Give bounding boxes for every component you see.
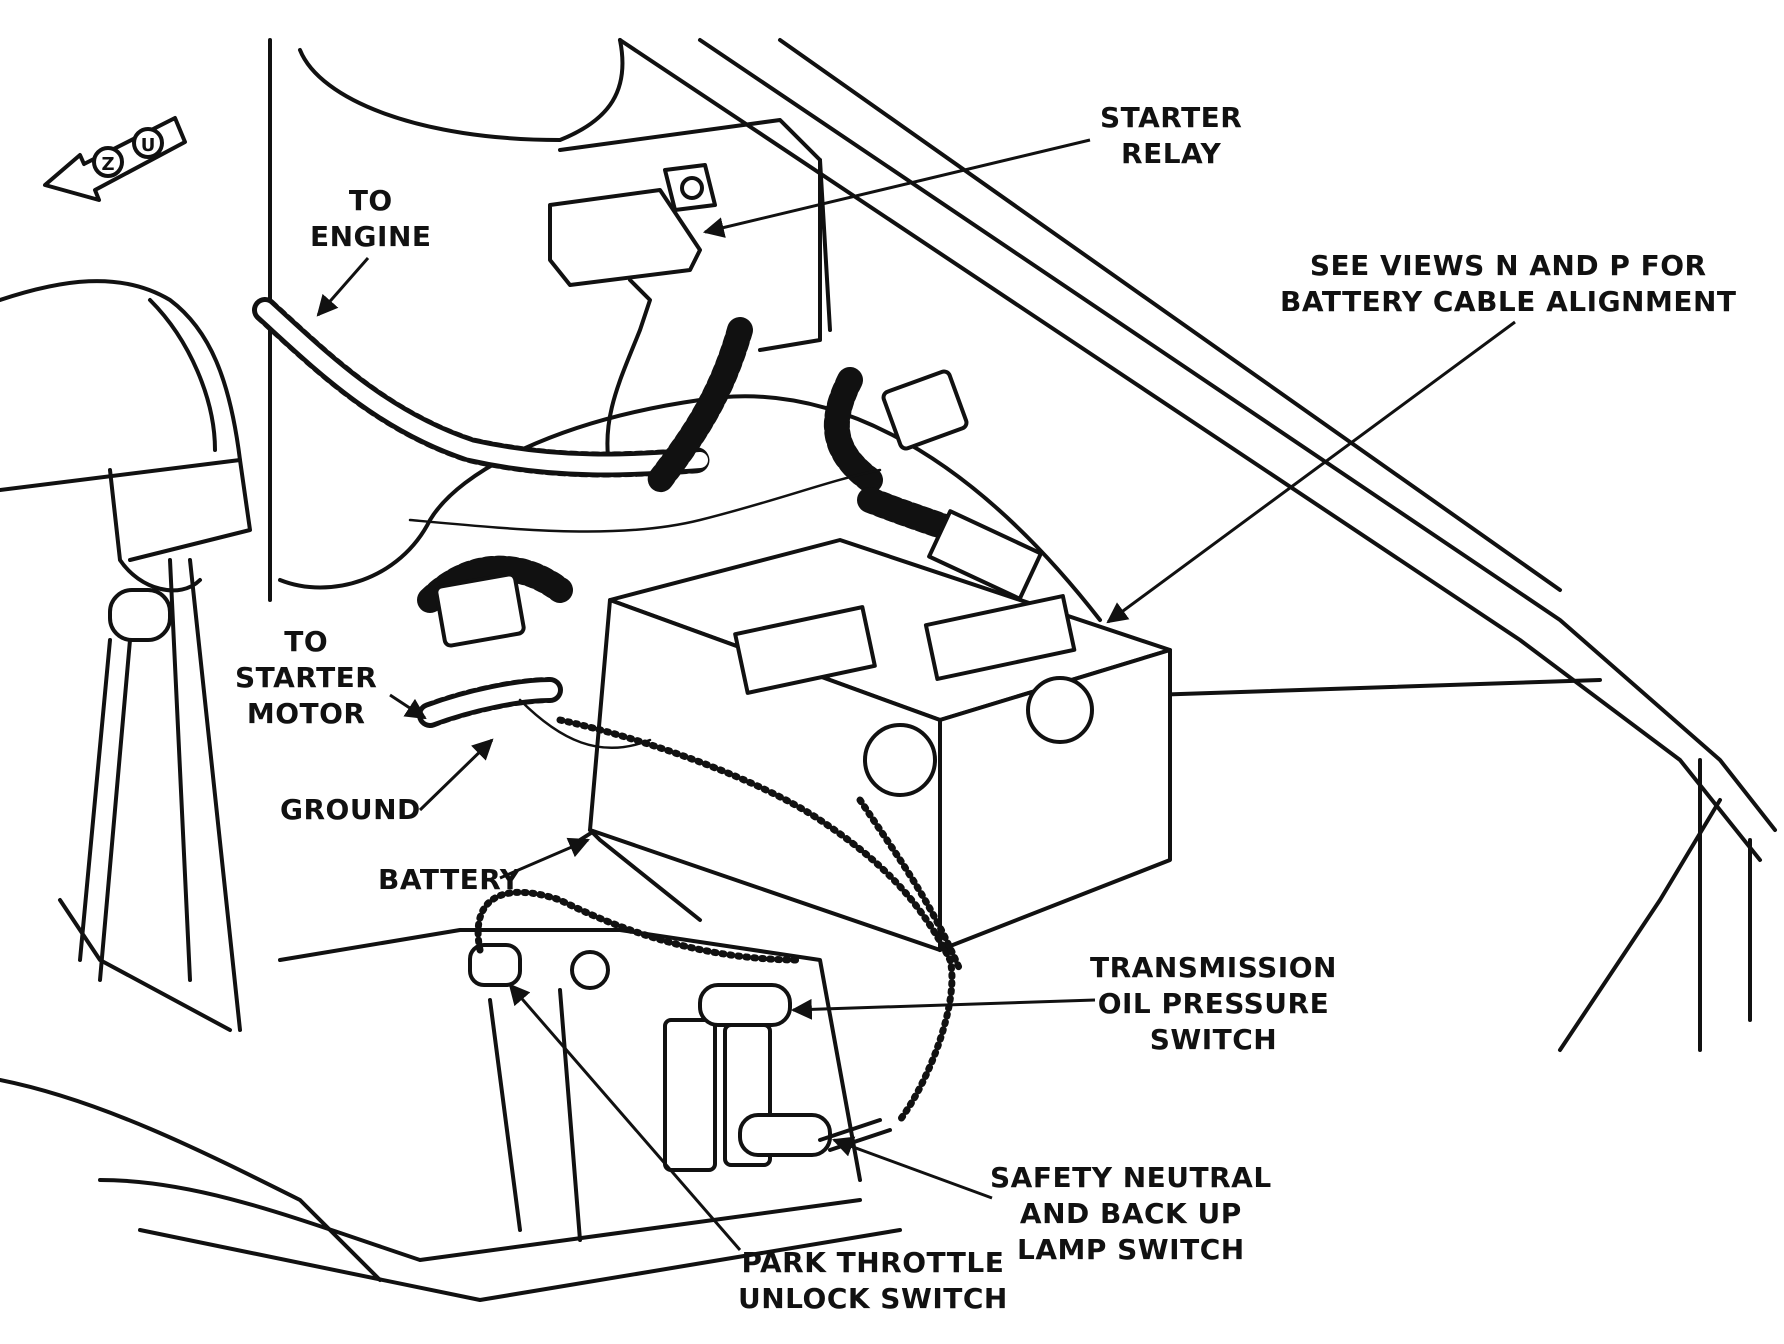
label-park-throttle: PARK THROTTLE UNLOCK SWITCH (738, 1245, 1008, 1317)
transmission-housing (98, 928, 902, 1302)
leader-to-starter-motor (389, 693, 427, 720)
label-transmission-switch-line-3: SWITCH (1149, 1023, 1278, 1056)
label-to-engine-line-1: TO (348, 184, 393, 217)
engine-block (0, 279, 382, 1282)
label-to-engine-line-2: ENGINE (310, 220, 432, 253)
label-transmission-switch: TRANSMISSION OIL PRESSURE SWITCH (1090, 950, 1337, 1058)
label-starter-relay: STARTER RELAY (1100, 100, 1242, 172)
label-transmission-switch-line-1: TRANSMISSION (1090, 951, 1337, 984)
label-transmission-switch-line-2: OIL PRESSURE (1097, 987, 1330, 1020)
leader-starter-relay (702, 138, 1091, 238)
leader-battery (499, 837, 590, 880)
label-safety-neutral-line-1: SAFETY NEUTRAL (990, 1161, 1272, 1194)
label-see-views-line-1: SEE VIEWS N AND P FOR (1309, 249, 1707, 282)
leader-to-engine (316, 257, 370, 317)
label-to-starter-motor-line-2: STARTER (235, 661, 378, 694)
label-park-throttle-line-2: UNLOCK SWITCH (738, 1282, 1008, 1315)
leader-park-throttle (508, 983, 742, 1251)
leader-ground (418, 738, 494, 812)
label-safety-neutral: SAFETY NEUTRAL AND BACK UP LAMP SWITCH (990, 1160, 1272, 1268)
label-see-views-line-2: BATTERY CABLE ALIGNMENT (1280, 285, 1737, 318)
label-battery: BATTERY (378, 863, 521, 896)
label-see-views: SEE VIEWS N AND P FOR BATTERY CABLE ALIG… (1280, 248, 1737, 320)
fender-outline (618, 38, 1777, 1052)
orientation-letter-u: U (141, 135, 156, 156)
wiring-harness (252, 297, 1043, 1152)
label-to-starter-motor-line-3: MOTOR (246, 697, 366, 730)
label-ground: GROUND (280, 793, 421, 826)
battery-illustration (588, 538, 1172, 952)
leader-safety-neutral (832, 1136, 993, 1200)
leader-see-views (1106, 320, 1516, 624)
label-safety-neutral-line-3: LAMP SWITCH (1016, 1233, 1245, 1266)
leader-transmission-switch (790, 998, 1096, 1020)
label-to-engine: TO ENGINE (310, 183, 432, 255)
leader-lines (316, 138, 1516, 1251)
label-to-starter-motor: TO STARTER MOTOR (235, 624, 377, 732)
starter-relay-illustration (548, 163, 717, 472)
orientation-letter-z: Z (101, 154, 114, 175)
orientation-marker: Z U (43, 116, 187, 202)
label-to-starter-motor-line-1: TO (284, 625, 329, 658)
label-starter-relay-line-1: STARTER (1100, 101, 1243, 134)
label-starter-relay-line-2: RELAY (1121, 137, 1222, 170)
label-park-throttle-line-1: PARK THROTTLE (741, 1246, 1005, 1279)
label-safety-neutral-line-2: AND BACK UP (1019, 1197, 1242, 1230)
